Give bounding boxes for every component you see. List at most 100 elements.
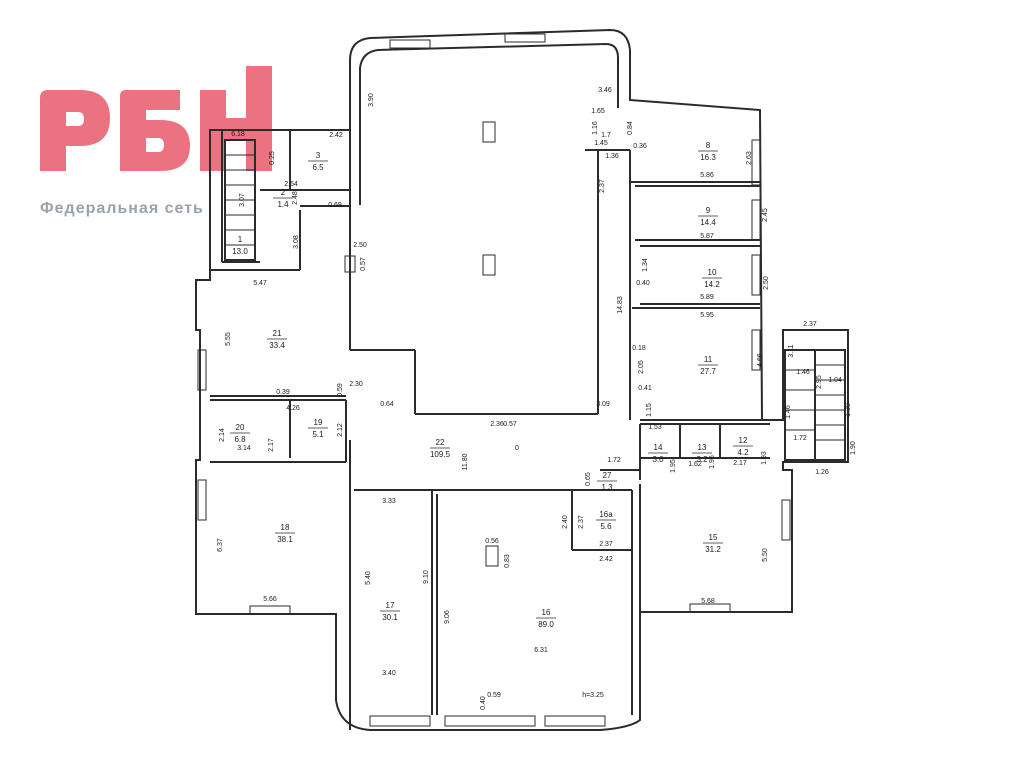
dimension-label: 2.42 [599,556,613,563]
room-area: 1.3 [601,483,613,492]
room-area: 27.7 [700,367,716,376]
room-area: 6.8 [234,435,246,444]
dimension-label: 5.50 [762,548,769,562]
dimension-label: 5.55 [225,332,232,346]
dimension-label: 2.45 [762,208,769,222]
dimension-label: 6.31 [534,647,548,654]
room-label: 133.2 [692,443,712,464]
dimension-label: 1.34 [642,258,649,272]
dimension-label: 3.09 [596,401,610,408]
dimension-label: 2.37 [599,541,613,548]
stair-steps [225,154,845,441]
dimension-label: 2.37 [599,179,606,193]
dimension-label: 0.36 [633,143,647,150]
dimension-label: 2.50 [763,276,770,290]
column-4 [344,255,356,273]
dimension-label: 1.72 [793,435,807,442]
room-area: 14.4 [700,218,716,227]
column-2 [482,254,496,276]
room-area: 89.0 [538,620,554,629]
dimension-label: 5.89 [700,294,714,301]
dimension-label: 3.46 [598,87,612,94]
dimension-label: 5.95 [700,312,714,319]
dimension-label: 2.37 [578,515,585,529]
columns [344,121,499,567]
room-area: 5.1 [312,430,324,439]
hall-inner-wall [359,42,619,205]
dimension-label: 1.46 [785,405,792,419]
room-label: 36.5 [308,151,328,172]
dimension-label: 0 [515,445,519,452]
dimension-label: 0.18 [632,345,646,352]
dimension-label: 3.07 [239,193,246,207]
room-number: 9 [706,206,711,215]
hall-outer-wall [195,28,849,731]
dimension-label: 2.30 [349,381,363,388]
room-number: 22 [436,438,445,447]
room-area: 30.1 [382,613,398,622]
room-area: 1.4 [277,200,289,209]
dimension-label: 0.65 [585,472,592,486]
dimension-label: 1.93 [761,451,768,465]
dimension-label: 1.96 [709,455,716,469]
dimension-label: 0.59 [487,692,501,699]
dimension-label: 3.11 [788,344,795,357]
room-number: 12 [739,436,748,445]
dimension-label: 1.26 [815,469,829,476]
room-area: 16.3 [700,153,716,162]
dimension-label: 0.56 [485,538,499,545]
dimension-label: 0.40 [480,696,487,710]
dimension-label: 1.90 [850,441,857,455]
room-labels: 113.021.436.5816.3914.41014.21127.7124.2… [230,141,753,629]
room-label: 143.0 [648,443,668,464]
room-number: 14 [654,443,663,452]
room-number: 27 [603,471,612,480]
dimension-label: 3.90 [368,93,375,107]
dimension-label: 2.17 [268,438,275,452]
room-number: 18 [281,523,290,532]
column-1 [482,121,496,143]
room-number: 19 [314,418,323,427]
dimension-label: 0.57 [503,421,517,428]
room-label: 816.3 [698,141,718,162]
room-number: 10 [708,268,717,277]
windows [197,33,791,727]
dimension-label: 1.72 [607,457,621,464]
dimension-label: 0.84 [627,121,634,135]
room-label: 113.0 [230,235,250,256]
dimension-label: 1.7 [601,132,611,139]
dimension-label: 2.48 [292,191,299,205]
dimension-label: 6.18 [231,131,245,138]
dimension-label: 3.08 [293,235,300,249]
dimension-label: 2.37 [803,321,817,328]
dimension-label: 2.05 [638,360,645,374]
room-label: 206.8 [230,423,250,444]
room-number: 1 [238,235,243,244]
room-number: 3 [316,151,321,160]
dimension-label: 2.64 [284,181,298,188]
room-number: 15 [709,533,718,542]
room-number: 16а [599,510,613,519]
dimension-label: 0.64 [380,401,394,408]
dimension-label: 0.59 [337,383,344,397]
dimension-label: 0.83 [504,554,511,568]
room-label: 17 30.1 [380,601,400,622]
dimension-label: 1.15 [646,403,653,417]
room-label: 21.4 [273,188,293,209]
room-number: 20 [236,423,245,432]
room-number: 17 [386,601,395,610]
dimension-label: 2.40 [562,515,569,529]
dimension-label: 1.62 [688,461,702,468]
dimension-label: 1.95 [670,459,677,473]
dimension-label: 11.80 [462,453,469,470]
dimension-label: 5.86 [700,172,714,179]
dimension-label: 9.06 [444,610,451,624]
dimension-labels: 3.903.461.651.161.71.450.841.360.362.635… [217,87,857,710]
dimension-label: 3.14 [237,445,251,452]
dimension-label: 2.12 [337,423,344,437]
